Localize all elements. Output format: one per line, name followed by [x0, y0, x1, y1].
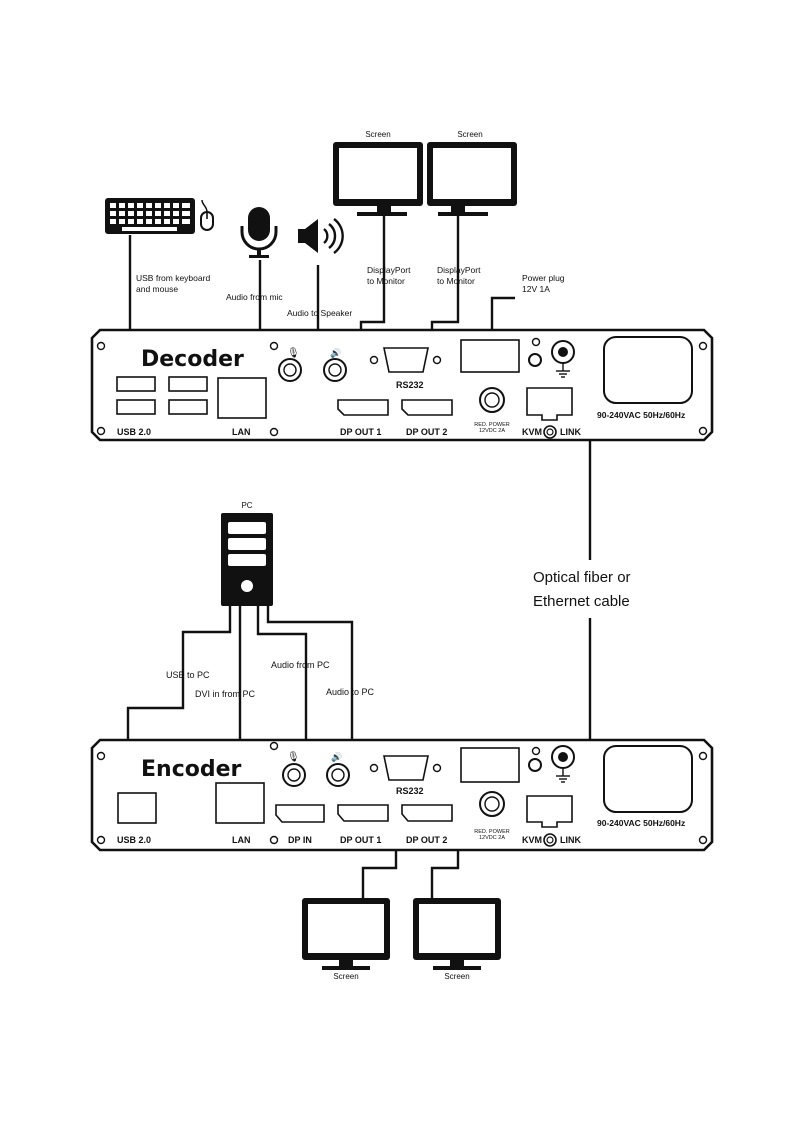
dp1-label-2: to Monitor — [367, 276, 405, 286]
mic-symbol-icon: 🎙 — [287, 347, 300, 359]
encoder-screen-2-label: Screen — [444, 972, 469, 981]
encoder-kvm-label: KVM — [522, 835, 542, 845]
encoder-lan-label: LAN — [232, 835, 251, 845]
encoder-power-switch-box — [460, 747, 520, 783]
usb-to-pc-label: USB to PC — [166, 670, 210, 680]
red-power-label-1: RED. POWER — [474, 422, 509, 428]
monitor-icon — [333, 142, 423, 216]
encoder-rs232-label: RS232 — [396, 786, 424, 796]
link-cable-label-2: Ethernet cable — [533, 593, 630, 610]
encoder-link-label: LINK — [560, 835, 581, 845]
encoder-lan-port — [215, 782, 265, 824]
mouse-icon — [200, 199, 214, 231]
decoder-lan-label: LAN — [232, 427, 251, 437]
decoder-screen-2-label: Screen — [457, 130, 482, 139]
audio-from-pc-cable — [256, 606, 308, 775]
speaker-icon — [298, 218, 344, 254]
encoder-rs232-port — [383, 755, 429, 781]
ground-icon — [556, 768, 570, 783]
audio-mic-label: Audio from mic — [226, 292, 283, 302]
encoder-dp-out-2-label: DP OUT 2 — [406, 835, 447, 845]
encoder-title: Encoder — [141, 757, 242, 782]
dp-out-2-port — [401, 399, 453, 416]
encoder-dp-in-label: DP IN — [288, 835, 312, 845]
ground-icon — [556, 363, 570, 378]
audio-to-pc-label: Audio to PC — [326, 687, 375, 697]
red-power-label-2: 12VDC 2A — [479, 428, 505, 434]
power-plug-label-1: Power plug — [522, 273, 565, 283]
decoder-panel: Decoder USB 2.0 LAN 🎙 🔊 RS232 DP OUT 1 D… — [90, 328, 714, 442]
power-plug-label-2: 12V 1A — [522, 284, 550, 294]
link-cable-label-1: Optical fiber or — [533, 569, 631, 586]
encoder-screen-1-label: Screen — [333, 972, 358, 981]
encoder-dp-out-1-label: DP OUT 1 — [340, 835, 381, 845]
decoder-link-label: LINK — [560, 427, 581, 437]
dp2-label-1: DisplayPort — [437, 265, 481, 275]
pc-tower-icon — [221, 513, 273, 606]
button-icon — [528, 758, 542, 772]
pc-label: PC — [241, 501, 252, 510]
psu-socket — [603, 336, 693, 404]
decoder-screen-1-label: Screen — [365, 130, 390, 139]
dp-in-port — [275, 804, 325, 823]
decoder-usb-label: USB 2.0 — [117, 427, 151, 437]
microphone-icon — [240, 207, 278, 258]
encoder-panel: Encoder USB 2.0 LAN DP IN 🎙 🔊 RS232 DP O… — [90, 738, 714, 852]
decoder-kvm-label: KVM — [522, 427, 542, 437]
kvm-link-port — [526, 387, 573, 421]
decoder-dp-out-2-label: DP OUT 2 — [406, 427, 447, 437]
mic-symbol-icon: 🎙 — [287, 751, 300, 763]
decoder-dp-out-1-label: DP OUT 1 — [340, 427, 381, 437]
encoder-dp-out-2-port — [401, 804, 453, 822]
usb-to-pc-cable — [126, 606, 232, 800]
dp2-label-2: to Monitor — [437, 276, 475, 286]
power-switch-box — [460, 339, 520, 373]
usb-ports — [116, 376, 208, 415]
encoder-kvm-link-port — [526, 795, 573, 828]
encoder-psu-socket — [603, 745, 693, 813]
encoder-dp-out-1-port — [337, 804, 389, 822]
audio-to-pc-cable — [266, 606, 354, 775]
keyboard-icon — [105, 198, 195, 234]
button-icon — [528, 353, 542, 367]
rs232-port — [383, 347, 429, 373]
encoder-usb-port — [117, 792, 157, 824]
dp1-label-1: DisplayPort — [367, 265, 411, 275]
encoder-red-power-label-1: RED. POWER — [474, 829, 509, 835]
audio-speaker-label: Audio to Speaker — [287, 308, 352, 318]
monitor-icon — [413, 898, 501, 970]
speaker-symbol-icon: 🔊 — [330, 347, 341, 359]
audio-from-pc-label: Audio from PC — [271, 660, 330, 670]
monitor-icon — [302, 898, 390, 970]
decoder-power-spec: 90-240VAC 50Hz/60Hz — [597, 410, 685, 420]
lan-port — [217, 377, 267, 419]
speaker-symbol-icon: 🔊 — [331, 751, 342, 763]
usb-keyboard-label-2: and mouse — [136, 284, 178, 294]
dvi-in-label: DVI in from PC — [195, 689, 256, 699]
dp-out-1-port — [337, 399, 389, 416]
encoder-red-power-label-2: 12VDC 2A — [479, 835, 505, 841]
encoder-usb-label: USB 2.0 — [117, 835, 151, 845]
encoder-power-spec: 90-240VAC 50Hz/60Hz — [597, 818, 685, 828]
decoder-title: Decoder — [141, 347, 244, 372]
usb-keyboard-label-1: USB from keyboard — [136, 273, 210, 283]
decoder-rs232-label: RS232 — [396, 380, 424, 390]
monitor-icon — [427, 142, 517, 216]
